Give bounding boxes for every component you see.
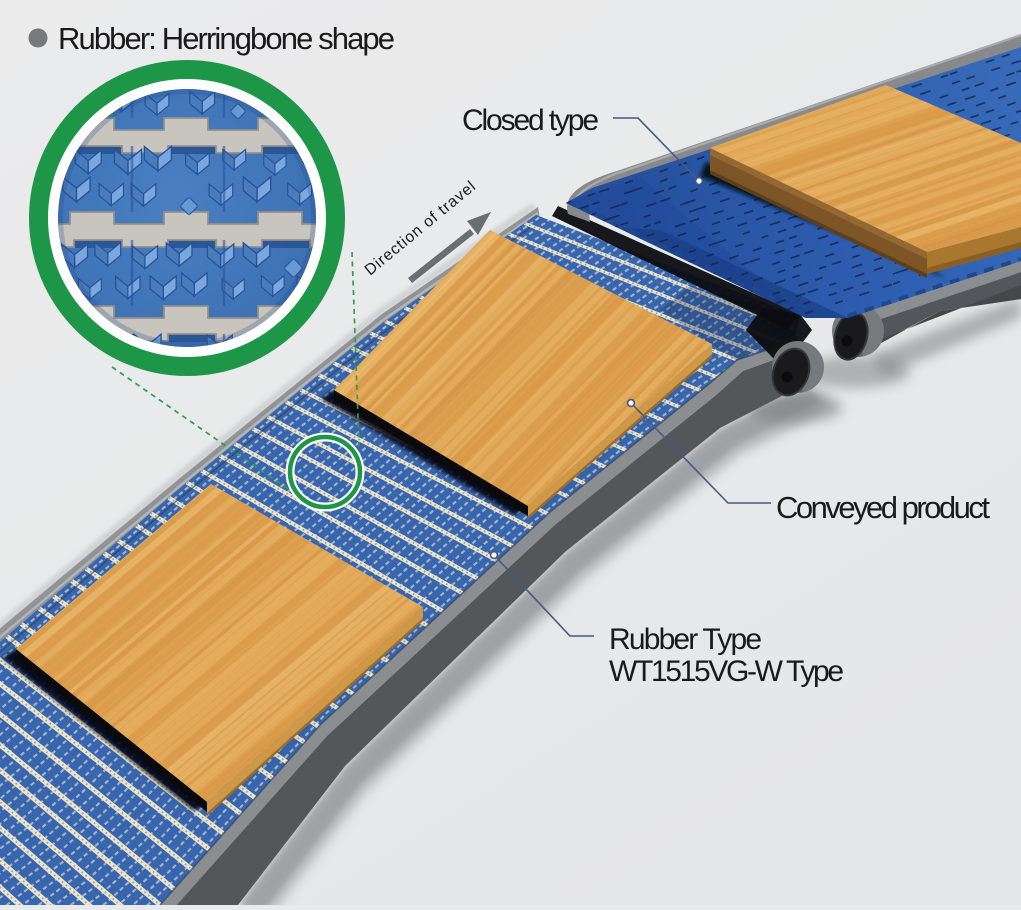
svg-text:Rubber: Herringbone shape: Rubber: Herringbone shape <box>58 21 395 56</box>
svg-text:Rubber Type: Rubber Type <box>609 623 762 656</box>
svg-text:Conveyed product: Conveyed product <box>776 490 990 525</box>
svg-text:WT1515VG-W Type: WT1515VG-W Type <box>609 655 844 688</box>
svg-text:Closed type: Closed type <box>462 104 599 137</box>
